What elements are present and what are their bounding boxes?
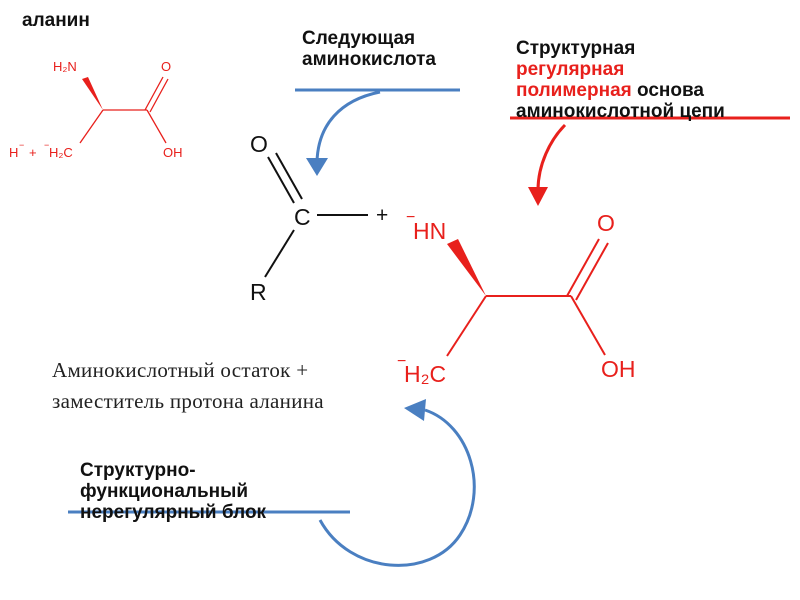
polymer-basis-label: Структурная регулярная полимерная основа… [516,38,725,122]
basis-word: основа [631,80,704,101]
carbonyl-carbon-label: C [294,204,311,230]
wedge-bond-ca-n [447,239,486,296]
alanine-title: аланин [22,10,90,31]
small-hydroxyl-label: OH [163,145,183,160]
radical-r-label: R [250,279,267,305]
residue-substituent-label: Аминокислотный остаток + заместитель про… [52,359,324,413]
arrow-next-amino-acid [306,90,381,176]
polymer-word: полимерная [516,80,632,101]
polymer-basis-line-2: регулярная [516,59,625,80]
small-hydride-label: H [9,145,18,160]
polymer-basis-line-4: аминокислотной цепи [516,101,725,122]
small-bond-ca-ch2 [79,109,104,144]
irregular-block-label: Структурно- функциональный нерегулярный … [80,460,266,523]
small-amine-label: H₂N [53,59,77,74]
irregular-line-2: функциональный [80,481,249,502]
next-amino-line-2: аминокислота [302,49,436,70]
next-amino-acid-label: Следующая аминокислота [302,28,436,70]
small-wedge-bond [82,77,103,110]
nh-label: HN [413,218,446,244]
bond-c-o-double-2 [275,152,303,200]
polymer-basis-line-1: Структурная [516,38,636,59]
small-ch2-minus: − [44,140,49,150]
nh-minus-sign: − [406,209,415,226]
irregular-line-3: нерегулярный блок [80,502,267,523]
ch2-label: H₂C [404,361,446,387]
residue-line-2: заместитель протона аланина [52,389,324,413]
arrow-polymer-basis [528,123,567,206]
bond-c-o-right-2 [575,242,609,301]
arrow-irregular-block [318,399,476,567]
small-bond-co-2 [149,78,169,113]
bond-c-r [264,229,295,278]
alanine-structure: − HN O OH − H₂C [397,209,636,387]
bond-c-oh [570,295,606,356]
small-oxygen-label: O [161,59,171,74]
small-ch2-label: H₂C [49,145,73,160]
small-bond-c-oh [146,109,167,144]
small-bond-co-1 [144,76,164,111]
ch2-minus-sign: − [397,353,406,370]
hydroxyl-label: OH [601,356,636,382]
acyl-residue-structure: O C R + [250,131,388,305]
main-plus-sign: + [376,204,388,227]
bond-ca-ch2 [446,295,487,357]
next-amino-line-1: Следующая [302,28,416,49]
irregular-line-1: Структурно- [80,460,196,481]
carbonyl-oxygen-label: O [250,131,268,157]
small-hydride-minus: − [19,140,24,150]
residue-line-1: Аминокислотный остаток + [52,358,309,382]
polymer-basis-line-3: полимерная основа [516,80,725,101]
small-alanine-structure: H₂N O OH H − + − H₂C [9,59,183,160]
small-plus-sign: + [29,145,37,160]
bond-c-o-double-1 [267,156,295,204]
bond-c-o-right-1 [566,238,600,297]
carboxyl-oxygen-label: O [597,210,615,236]
